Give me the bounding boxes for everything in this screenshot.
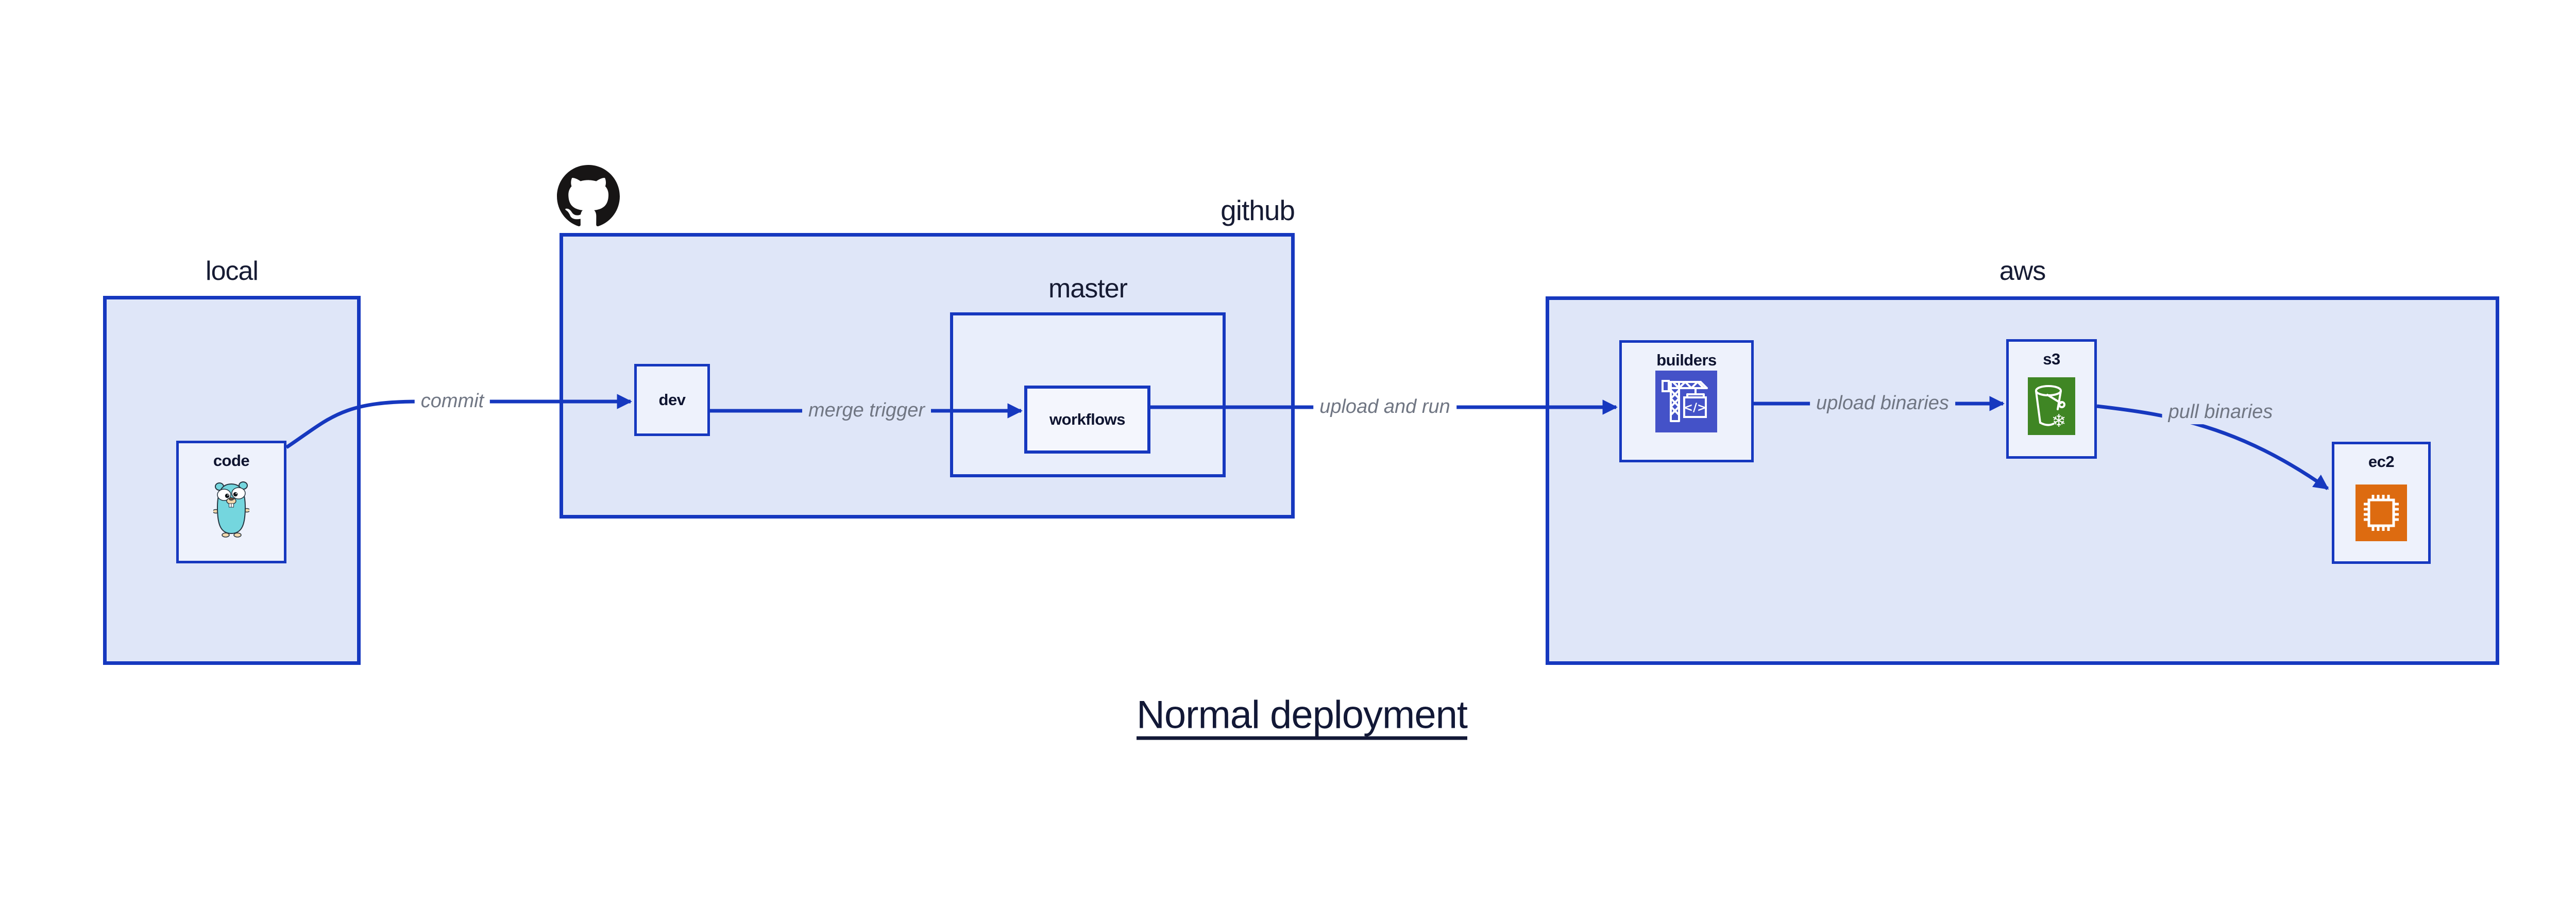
group-label-github: github bbox=[1221, 194, 1295, 226]
edge-label-commit: commit bbox=[414, 390, 490, 413]
node-label-builders: builders bbox=[1656, 351, 1717, 369]
node-label-code: code bbox=[213, 452, 250, 470]
aws-ec2-icon bbox=[2355, 485, 2407, 541]
node-label-dev: dev bbox=[658, 391, 686, 409]
node-label-workflows: workflows bbox=[1049, 410, 1126, 428]
diagram-title: Normal deployment bbox=[1137, 693, 1468, 737]
node-label-s3: s3 bbox=[2043, 350, 2060, 368]
edge-label-upload-binaries: upload binaries bbox=[1810, 392, 1955, 415]
github-octocat-icon bbox=[557, 165, 620, 226]
svg-text:</>: </> bbox=[1684, 402, 1707, 414]
svg-text:❄: ❄ bbox=[2052, 411, 2066, 431]
aws-codebuild-icon: </> bbox=[1655, 371, 1717, 432]
group-label-aws: aws bbox=[1999, 256, 2046, 286]
node-workflows: workflows bbox=[1024, 386, 1150, 454]
edge-label-merge-trigger: merge trigger bbox=[802, 399, 931, 423]
node-dev: dev bbox=[634, 364, 710, 436]
edge-label-upload-and-run: upload and run bbox=[1313, 395, 1456, 419]
group-label-local: local bbox=[206, 256, 259, 286]
group-label-master: master bbox=[1048, 274, 1128, 304]
edge-label-pull-binaries: pull binaries bbox=[2162, 400, 2279, 424]
aws-s3-glacier-icon: ❄ bbox=[2028, 377, 2075, 435]
node-label-ec2: ec2 bbox=[2368, 453, 2395, 471]
go-gopher-icon bbox=[213, 481, 249, 538]
